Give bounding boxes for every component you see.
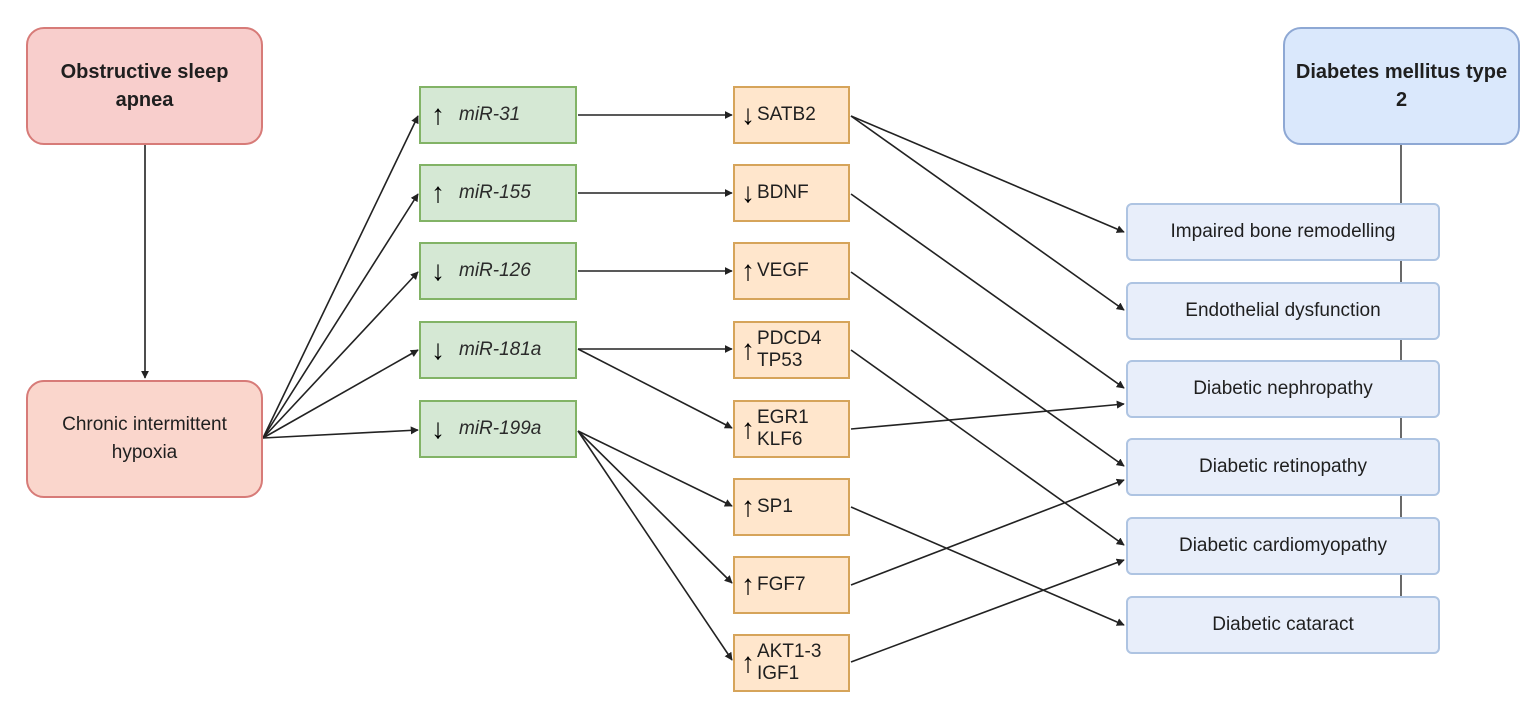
gene-label-secondary: TP53 — [757, 350, 803, 371]
upregulated-arrow-icon: ↑ — [741, 334, 755, 365]
gene-box: ↑ EGR1 KLF6 — [733, 400, 850, 458]
gene-label: AKT1-3 — [757, 641, 822, 662]
gene-label: EGR1 — [757, 407, 809, 428]
complication-box: Diabetic nephropathy — [1126, 360, 1440, 418]
gene-box: ↑ SP1 — [733, 478, 850, 536]
connector-arrow — [577, 430, 733, 584]
connector-arrow — [850, 193, 1125, 389]
complication-box: Endothelial dysfunction — [1126, 282, 1440, 340]
connector-arrow — [577, 430, 733, 507]
gene-box: ↓ SATB2 — [733, 86, 850, 144]
complication-label: Diabetic nephropathy — [1193, 378, 1373, 399]
gene-label: SATB2 — [757, 104, 816, 125]
upregulated-arrow-icon: ↑ — [741, 255, 755, 286]
downregulated-arrow-icon: ↓ — [431, 413, 445, 444]
connector-arrow — [850, 271, 1125, 467]
downregulated-arrow-icon: ↓ — [741, 177, 755, 208]
gene-box: ↑ FGF7 — [733, 556, 850, 614]
connector-arrow — [850, 558, 1125, 663]
connector-arrow — [262, 426, 419, 439]
gene-label: PDCD4 — [757, 328, 822, 349]
obstructive-sleep-apnea-node: Obstructive sleep apnea — [26, 27, 263, 145]
obstructive-sleep-apnea-label: Obstructive sleep apnea — [60, 61, 229, 111]
mirna-box: ↓ miR-199a — [419, 400, 577, 458]
diabetes-mellitus-node: Diabetes mellitus type 2 — [1283, 27, 1520, 145]
connector-arrow — [850, 349, 1125, 546]
connector-arrow — [262, 115, 419, 439]
downregulated-arrow-icon: ↓ — [431, 255, 445, 286]
complication-box: Diabetic cardiomyopathy — [1126, 517, 1440, 575]
mirna-label: miR-31 — [459, 104, 521, 125]
upregulated-arrow-icon: ↑ — [431, 177, 445, 208]
downregulated-arrow-icon: ↓ — [431, 334, 445, 365]
upregulated-arrow-icon: ↑ — [741, 413, 755, 444]
gene-label: BDNF — [757, 182, 809, 203]
mirna-label: miR-126 — [459, 260, 531, 281]
connector-arrow — [262, 193, 419, 439]
mirna-label: miR-155 — [459, 182, 531, 203]
mirna-label: miR-199a — [459, 418, 542, 439]
diabetes-mellitus-label: Diabetes mellitus type 2 — [1295, 61, 1508, 111]
gene-label: VEGF — [757, 260, 809, 281]
complication-box: Diabetic cataract — [1126, 596, 1440, 654]
mirna-box: ↓ miR-126 — [419, 242, 577, 300]
gene-label: SP1 — [757, 496, 793, 517]
connector-arrow — [850, 478, 1125, 586]
complication-box: Impaired bone remodelling — [1126, 203, 1440, 261]
gene-box: ↑ VEGF — [733, 242, 850, 300]
upregulated-arrow-icon: ↑ — [741, 491, 755, 522]
connector-arrow — [262, 271, 419, 439]
gene-label: FGF7 — [757, 574, 806, 595]
gene-label-secondary: IGF1 — [757, 663, 800, 684]
connector-arrow — [262, 349, 419, 439]
gene-box: ↑ AKT1-3 IGF1 — [733, 634, 850, 692]
upregulated-arrow-icon: ↑ — [741, 647, 755, 678]
complication-label: Diabetic retinopathy — [1199, 456, 1367, 477]
gene-label-secondary: KLF6 — [757, 429, 803, 450]
connector-arrow — [850, 400, 1125, 430]
upregulated-arrow-icon: ↑ — [741, 569, 755, 600]
downregulated-arrow-icon: ↓ — [741, 99, 755, 130]
chronic-intermittent-hypoxia-node: Chronic intermittent hypoxia — [26, 380, 263, 498]
mirna-box: ↑ miR-31 — [419, 86, 577, 144]
complication-label: Diabetic cardiomyopathy — [1178, 535, 1388, 556]
mirna-box: ↑ miR-155 — [419, 164, 577, 222]
mirna-box: ↓ miR-181a — [419, 321, 577, 379]
gene-box: ↑ PDCD4 TP53 — [733, 321, 850, 379]
complication-label: Endothelial dysfunction — [1185, 300, 1381, 321]
connector-arrow — [850, 115, 1125, 233]
connector-arrow — [577, 430, 733, 661]
connector-arrow — [850, 506, 1125, 626]
connector-arrow — [850, 115, 1125, 311]
gene-box: ↓ BDNF — [733, 164, 850, 222]
complication-label: Diabetic cataract — [1212, 614, 1354, 635]
complication-box: Diabetic retinopathy — [1126, 438, 1440, 496]
complication-label: Impaired bone remodelling — [1170, 221, 1396, 242]
mirna-label: miR-181a — [459, 339, 542, 360]
upregulated-arrow-icon: ↑ — [431, 99, 445, 130]
connector-arrow — [577, 348, 733, 429]
chronic-intermittent-hypoxia-label: Chronic intermittent hypoxia — [62, 414, 227, 463]
